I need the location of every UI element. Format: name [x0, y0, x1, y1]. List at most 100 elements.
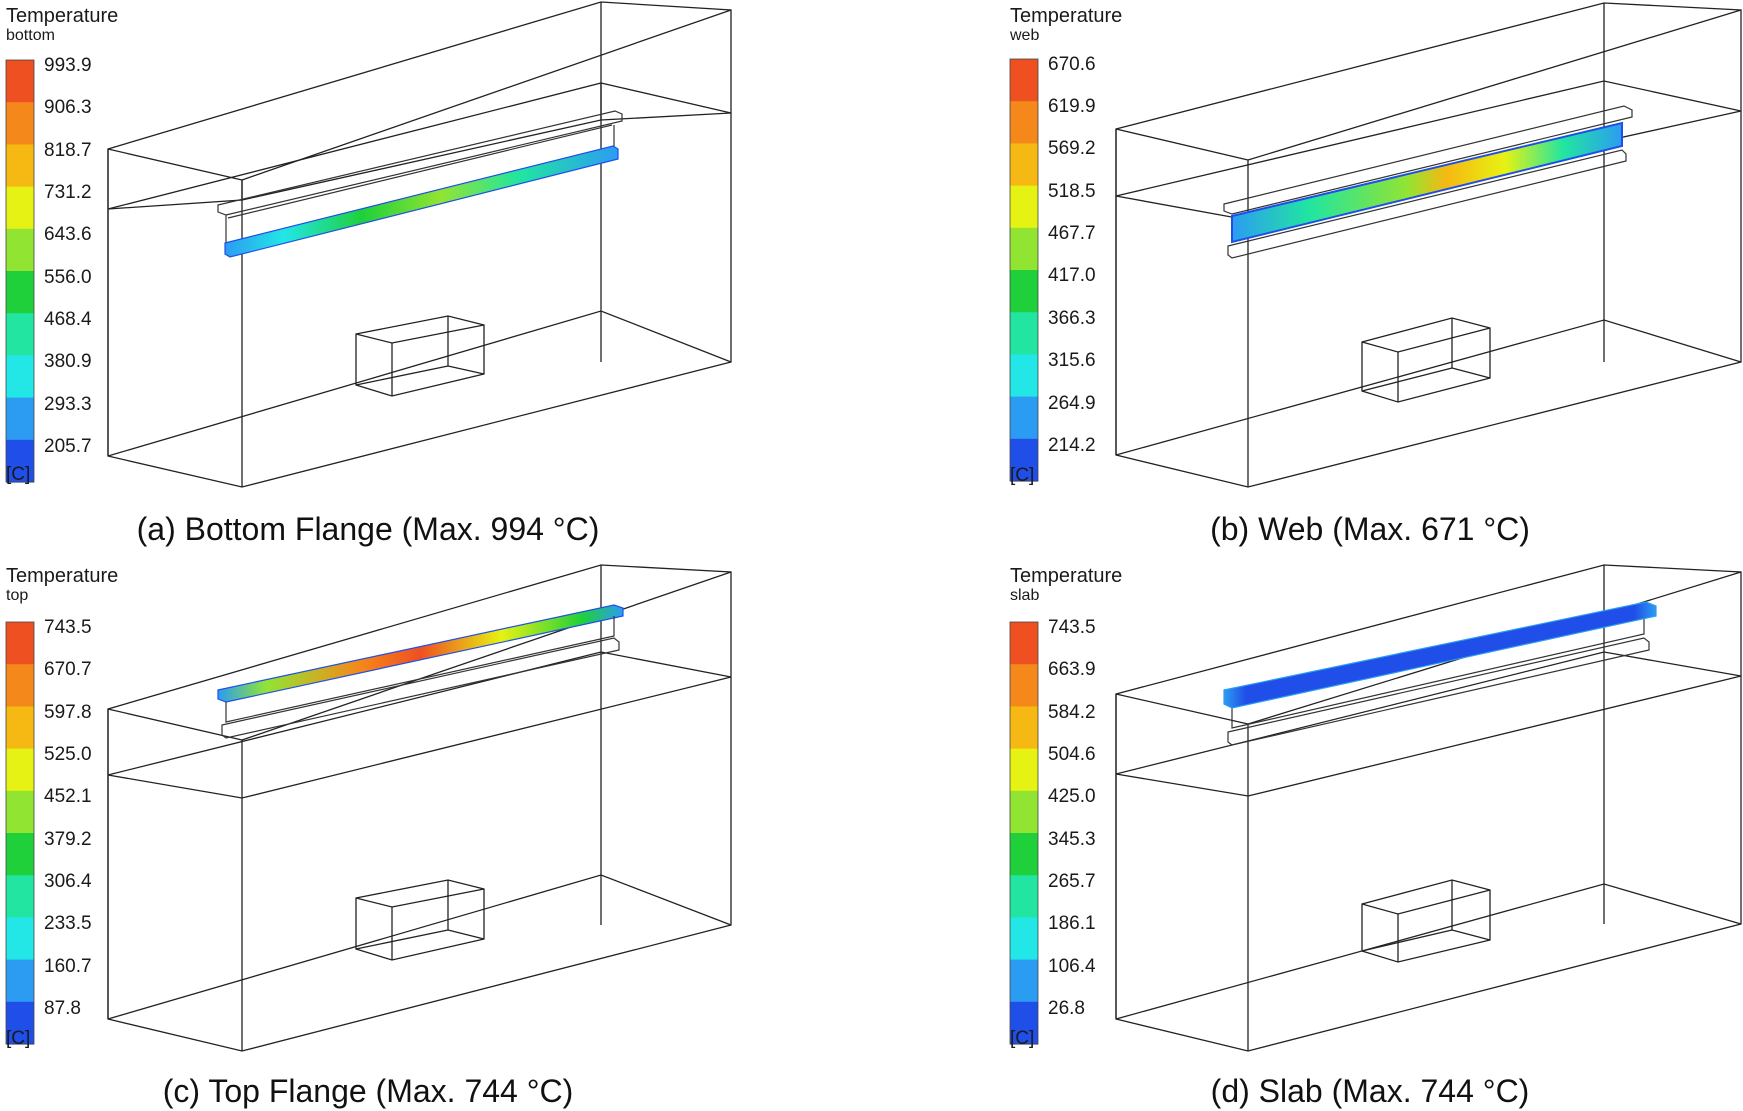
- tick-label: 26.8: [1048, 998, 1085, 1019]
- legend-a: Temperature bottom 993.9 906.3 818.7 731…: [5, 5, 118, 485]
- tick-label: 233.5: [44, 913, 92, 934]
- colorbar-segment: [6, 186, 34, 230]
- legend-title: Temperature: [1010, 565, 1122, 587]
- tick-label: 569.2: [1048, 138, 1096, 159]
- colorbar-segment: [6, 144, 34, 188]
- unit-label: [C]: [1010, 465, 1034, 486]
- colorbar-ticks-b: 670.6 619.9 569.2 518.5 467.7 417.0 366.…: [1048, 54, 1096, 456]
- steel-beam: [1223, 105, 1633, 259]
- colorbar-ticks-a: 993.9 906.3 818.7 731.2 643.6 556.0 468.…: [44, 55, 92, 457]
- colorbar-segment: [6, 875, 34, 918]
- opening-box: [1361, 317, 1491, 403]
- colorbar-segment: [6, 833, 34, 876]
- colorbar-segment: [1010, 622, 1038, 665]
- steel-beam: [217, 604, 624, 739]
- colorbar-segment: [6, 664, 34, 707]
- colorbar-segment: [1010, 101, 1038, 144]
- legend-d: Temperature slab 743.5 663.9 584.2 504.6…: [1009, 565, 1122, 1049]
- tick-label: 306.4: [44, 871, 92, 892]
- unit-label: [C]: [1010, 1028, 1034, 1049]
- tick-label: 743.5: [44, 617, 92, 638]
- legend-title: Temperature: [6, 565, 118, 587]
- unit-label: [C]: [6, 464, 30, 485]
- colorbar-frame: [1009, 58, 1039, 482]
- colorbar-frame: [5, 59, 35, 483]
- colorbar-ticks-c: 743.5 670.7 597.8 525.0 452.1 379.2 306.…: [44, 617, 92, 1019]
- legend-subtitle: bottom: [6, 27, 55, 44]
- opening-box: [355, 879, 485, 961]
- enclosure-wireframe: [1115, 564, 1742, 1052]
- legend-b: Temperature web 670.6 619.9 569.2 518.5 …: [1009, 5, 1122, 486]
- colorbar-segment: [1010, 227, 1038, 271]
- tick-label: 663.9: [1048, 659, 1096, 680]
- panel-a: Temperature bottom 993.9 906.3 818.7 731…: [5, 1, 732, 547]
- tick-label: 584.2: [1048, 702, 1096, 723]
- tick-label: 743.5: [1048, 617, 1096, 638]
- tick-label: 265.7: [1048, 871, 1096, 892]
- tick-label: 670.6: [1048, 54, 1096, 75]
- colorbar-segment: [6, 706, 34, 750]
- opening-box: [355, 315, 485, 397]
- colorbar-segment: [6, 102, 34, 145]
- unit-label: [C]: [6, 1028, 30, 1049]
- colorbar-segment: [1010, 354, 1038, 398]
- colorbar-segment: [6, 228, 34, 272]
- tick-label: 670.7: [44, 659, 92, 680]
- colorbar-segment: [1010, 185, 1038, 229]
- colorbar-b: [1009, 58, 1039, 482]
- colorbar-segment: [6, 917, 34, 961]
- tick-label: 417.0: [1048, 265, 1096, 286]
- tick-label: 380.9: [44, 351, 92, 372]
- colorbar-segment: [6, 60, 34, 103]
- colorbar-segment: [1010, 664, 1038, 707]
- legend-c: Temperature top 743.5 670.7 597.8 525.0 …: [5, 565, 118, 1049]
- colorbar-segment: [1010, 706, 1038, 750]
- colorbar-segment: [1010, 790, 1038, 834]
- colorbar-segment: [1010, 748, 1038, 792]
- colorbar-frame: [5, 621, 35, 1045]
- tick-label: 468.4: [44, 309, 92, 330]
- top-flange-contour: [217, 604, 624, 703]
- bottom-flange-contour: [224, 145, 619, 258]
- tick-label: 345.3: [1048, 829, 1096, 850]
- tick-label: 205.7: [44, 436, 92, 457]
- colorbar-segment: [6, 397, 34, 441]
- legend-subtitle: slab: [1010, 587, 1039, 604]
- colorbar-segment: [1010, 312, 1038, 355]
- colorbar-segment: [6, 313, 34, 356]
- tick-label: 525.0: [44, 744, 92, 765]
- tick-label: 452.1: [44, 786, 92, 807]
- tick-label: 818.7: [44, 140, 92, 161]
- colorbar-segment: [6, 271, 34, 314]
- tick-label: 731.2: [44, 182, 92, 203]
- tick-label: 619.9: [1048, 96, 1096, 117]
- tick-label: 264.9: [1048, 393, 1096, 414]
- panel-b: Temperature web 670.6 619.9 569.2 518.5 …: [1009, 2, 1742, 547]
- colorbar-segment: [6, 439, 34, 483]
- colorbar-segment: [6, 748, 34, 792]
- tick-label: 379.2: [44, 829, 92, 850]
- tick-label: 186.1: [1048, 913, 1096, 934]
- colorbar-segment: [6, 790, 34, 834]
- web-contour: [1231, 121, 1623, 244]
- enclosure-wireframe: [1115, 2, 1742, 488]
- colorbar-segment: [1010, 833, 1038, 876]
- colorbar-segment: [6, 622, 34, 665]
- tick-label: 518.5: [1048, 181, 1096, 202]
- legend-title: Temperature: [1010, 5, 1122, 27]
- colorbar-segment: [1010, 875, 1038, 918]
- steel-beam: [1223, 601, 1657, 746]
- legend-subtitle: web: [1009, 27, 1039, 44]
- tick-label: 556.0: [44, 267, 92, 288]
- tick-label: 315.6: [1048, 350, 1096, 371]
- colorbar-segment: [6, 959, 34, 1003]
- tick-label: 87.8: [44, 998, 81, 1019]
- tick-label: 293.3: [44, 394, 92, 415]
- caption-b: (b) Web (Max. 671 °C): [1210, 511, 1530, 547]
- caption-c: (c) Top Flange (Max. 744 °C): [163, 1073, 574, 1109]
- tick-label: 504.6: [1048, 744, 1096, 765]
- legend-subtitle: top: [6, 587, 28, 604]
- colorbar-segment: [1010, 959, 1038, 1003]
- steel-beam: [217, 110, 623, 258]
